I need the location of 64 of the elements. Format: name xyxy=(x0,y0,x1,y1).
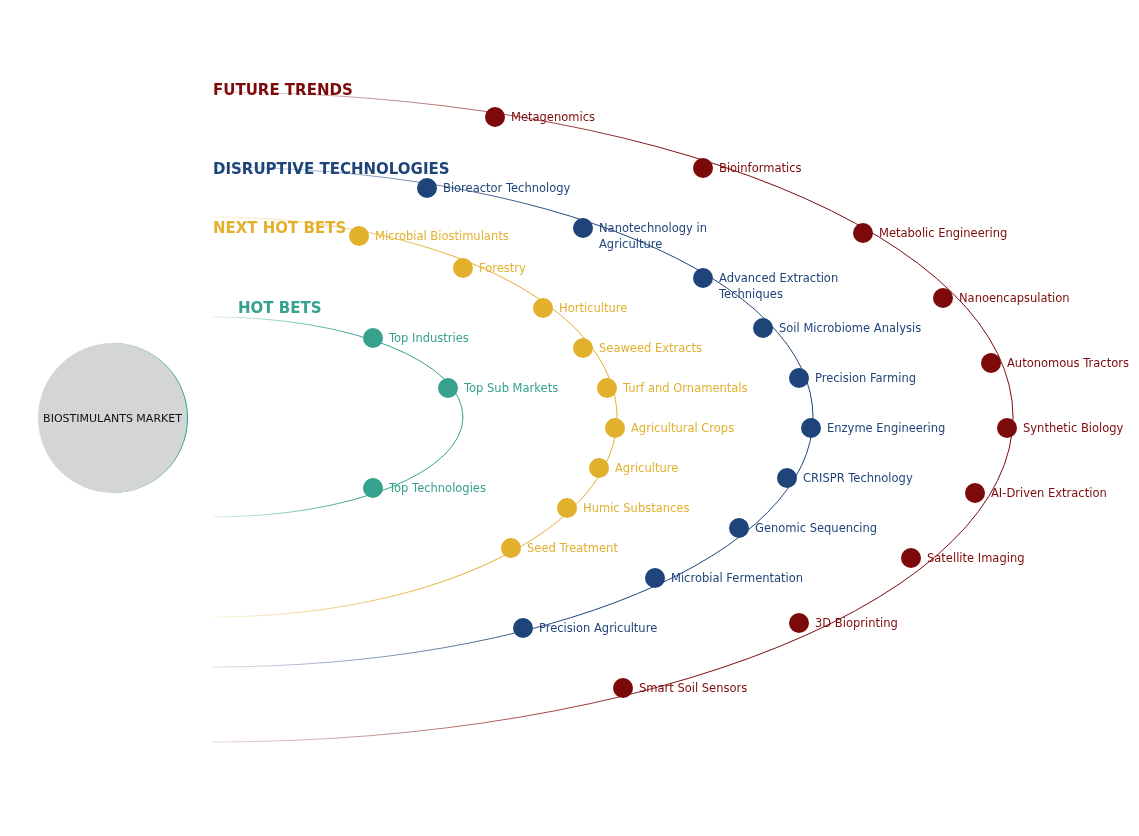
dot-marker xyxy=(557,498,577,518)
dot-marker xyxy=(438,378,458,398)
market-title: BIOSTIMULANTS MARKET xyxy=(43,411,182,425)
item-label: Microbial Fermentation xyxy=(671,570,804,586)
dot-marker xyxy=(363,328,383,348)
item-label: Genomic Sequencing xyxy=(755,520,878,536)
item-label: Top Industries xyxy=(389,330,469,346)
dot-marker xyxy=(853,223,873,243)
item-label: Seaweed Extracts xyxy=(599,340,703,356)
item-label: Seed Treatment xyxy=(527,540,618,556)
dot-marker xyxy=(645,568,665,588)
item-label: CRISPR Technology xyxy=(803,470,913,486)
dot-marker xyxy=(753,318,773,338)
dot-marker xyxy=(573,338,593,358)
item-label: Precision Agriculture xyxy=(539,620,658,636)
item-label: Enzyme Engineering xyxy=(827,420,946,436)
dot-marker xyxy=(513,618,533,638)
dot-marker xyxy=(789,613,809,633)
dot-marker xyxy=(485,107,505,127)
item-label: Autonomous Tractors xyxy=(1007,355,1129,371)
dot-marker xyxy=(801,418,821,438)
item-label: Turf and Ornamentals xyxy=(623,380,748,396)
dot-marker xyxy=(965,483,985,503)
category-heading: FUTURE TRENDS xyxy=(213,81,353,99)
item-label: Bioreactor Technology xyxy=(443,180,571,196)
dot-marker xyxy=(933,288,953,308)
item-label: AI-Driven Extraction xyxy=(991,485,1107,501)
category-heading: NEXT HOT BETS xyxy=(213,219,347,237)
dot-marker xyxy=(693,158,713,178)
item-label: Nanoencapsulation xyxy=(959,290,1070,306)
dot-marker xyxy=(613,678,633,698)
item-label: Metabolic Engineering xyxy=(879,225,1008,241)
dot-marker xyxy=(605,418,625,438)
dot-marker xyxy=(997,418,1017,438)
item-label: Forestry xyxy=(479,260,526,276)
dot-marker xyxy=(729,518,749,538)
dot-marker xyxy=(363,478,383,498)
dot-marker xyxy=(789,368,809,388)
item-label: 3D Bioprinting xyxy=(815,615,898,631)
item-label: Microbial Biostimulants xyxy=(375,228,509,244)
dot-marker xyxy=(981,353,1001,373)
item-label: Horticulture xyxy=(559,300,628,316)
dot-marker xyxy=(453,258,473,278)
dot-marker xyxy=(777,468,797,488)
dot-marker xyxy=(417,178,437,198)
dot-marker xyxy=(533,298,553,318)
item-label: Top Sub Markets xyxy=(464,380,559,396)
item-label: Synthetic Biology xyxy=(1023,420,1124,436)
item-label: Metagenomics xyxy=(511,109,595,125)
dot-marker xyxy=(901,548,921,568)
dot-marker xyxy=(693,268,713,288)
item-label: Soil Microbiome Analysis xyxy=(779,320,922,336)
category-heading: HOT BETS xyxy=(238,299,322,317)
item-label: Agricultural Crops xyxy=(631,420,735,436)
item-label: Precision Farming xyxy=(815,370,917,386)
item-label: Agriculture xyxy=(615,460,679,476)
dot-marker xyxy=(501,538,521,558)
dot-marker xyxy=(573,218,593,238)
dot-marker xyxy=(349,226,369,246)
item-label: Humic Substances xyxy=(583,500,690,516)
item-label: Top Technologies xyxy=(389,480,486,496)
dot-marker xyxy=(589,458,609,478)
category-heading: DISRUPTIVE TECHNOLOGIES xyxy=(213,160,450,178)
dot-marker xyxy=(597,378,617,398)
